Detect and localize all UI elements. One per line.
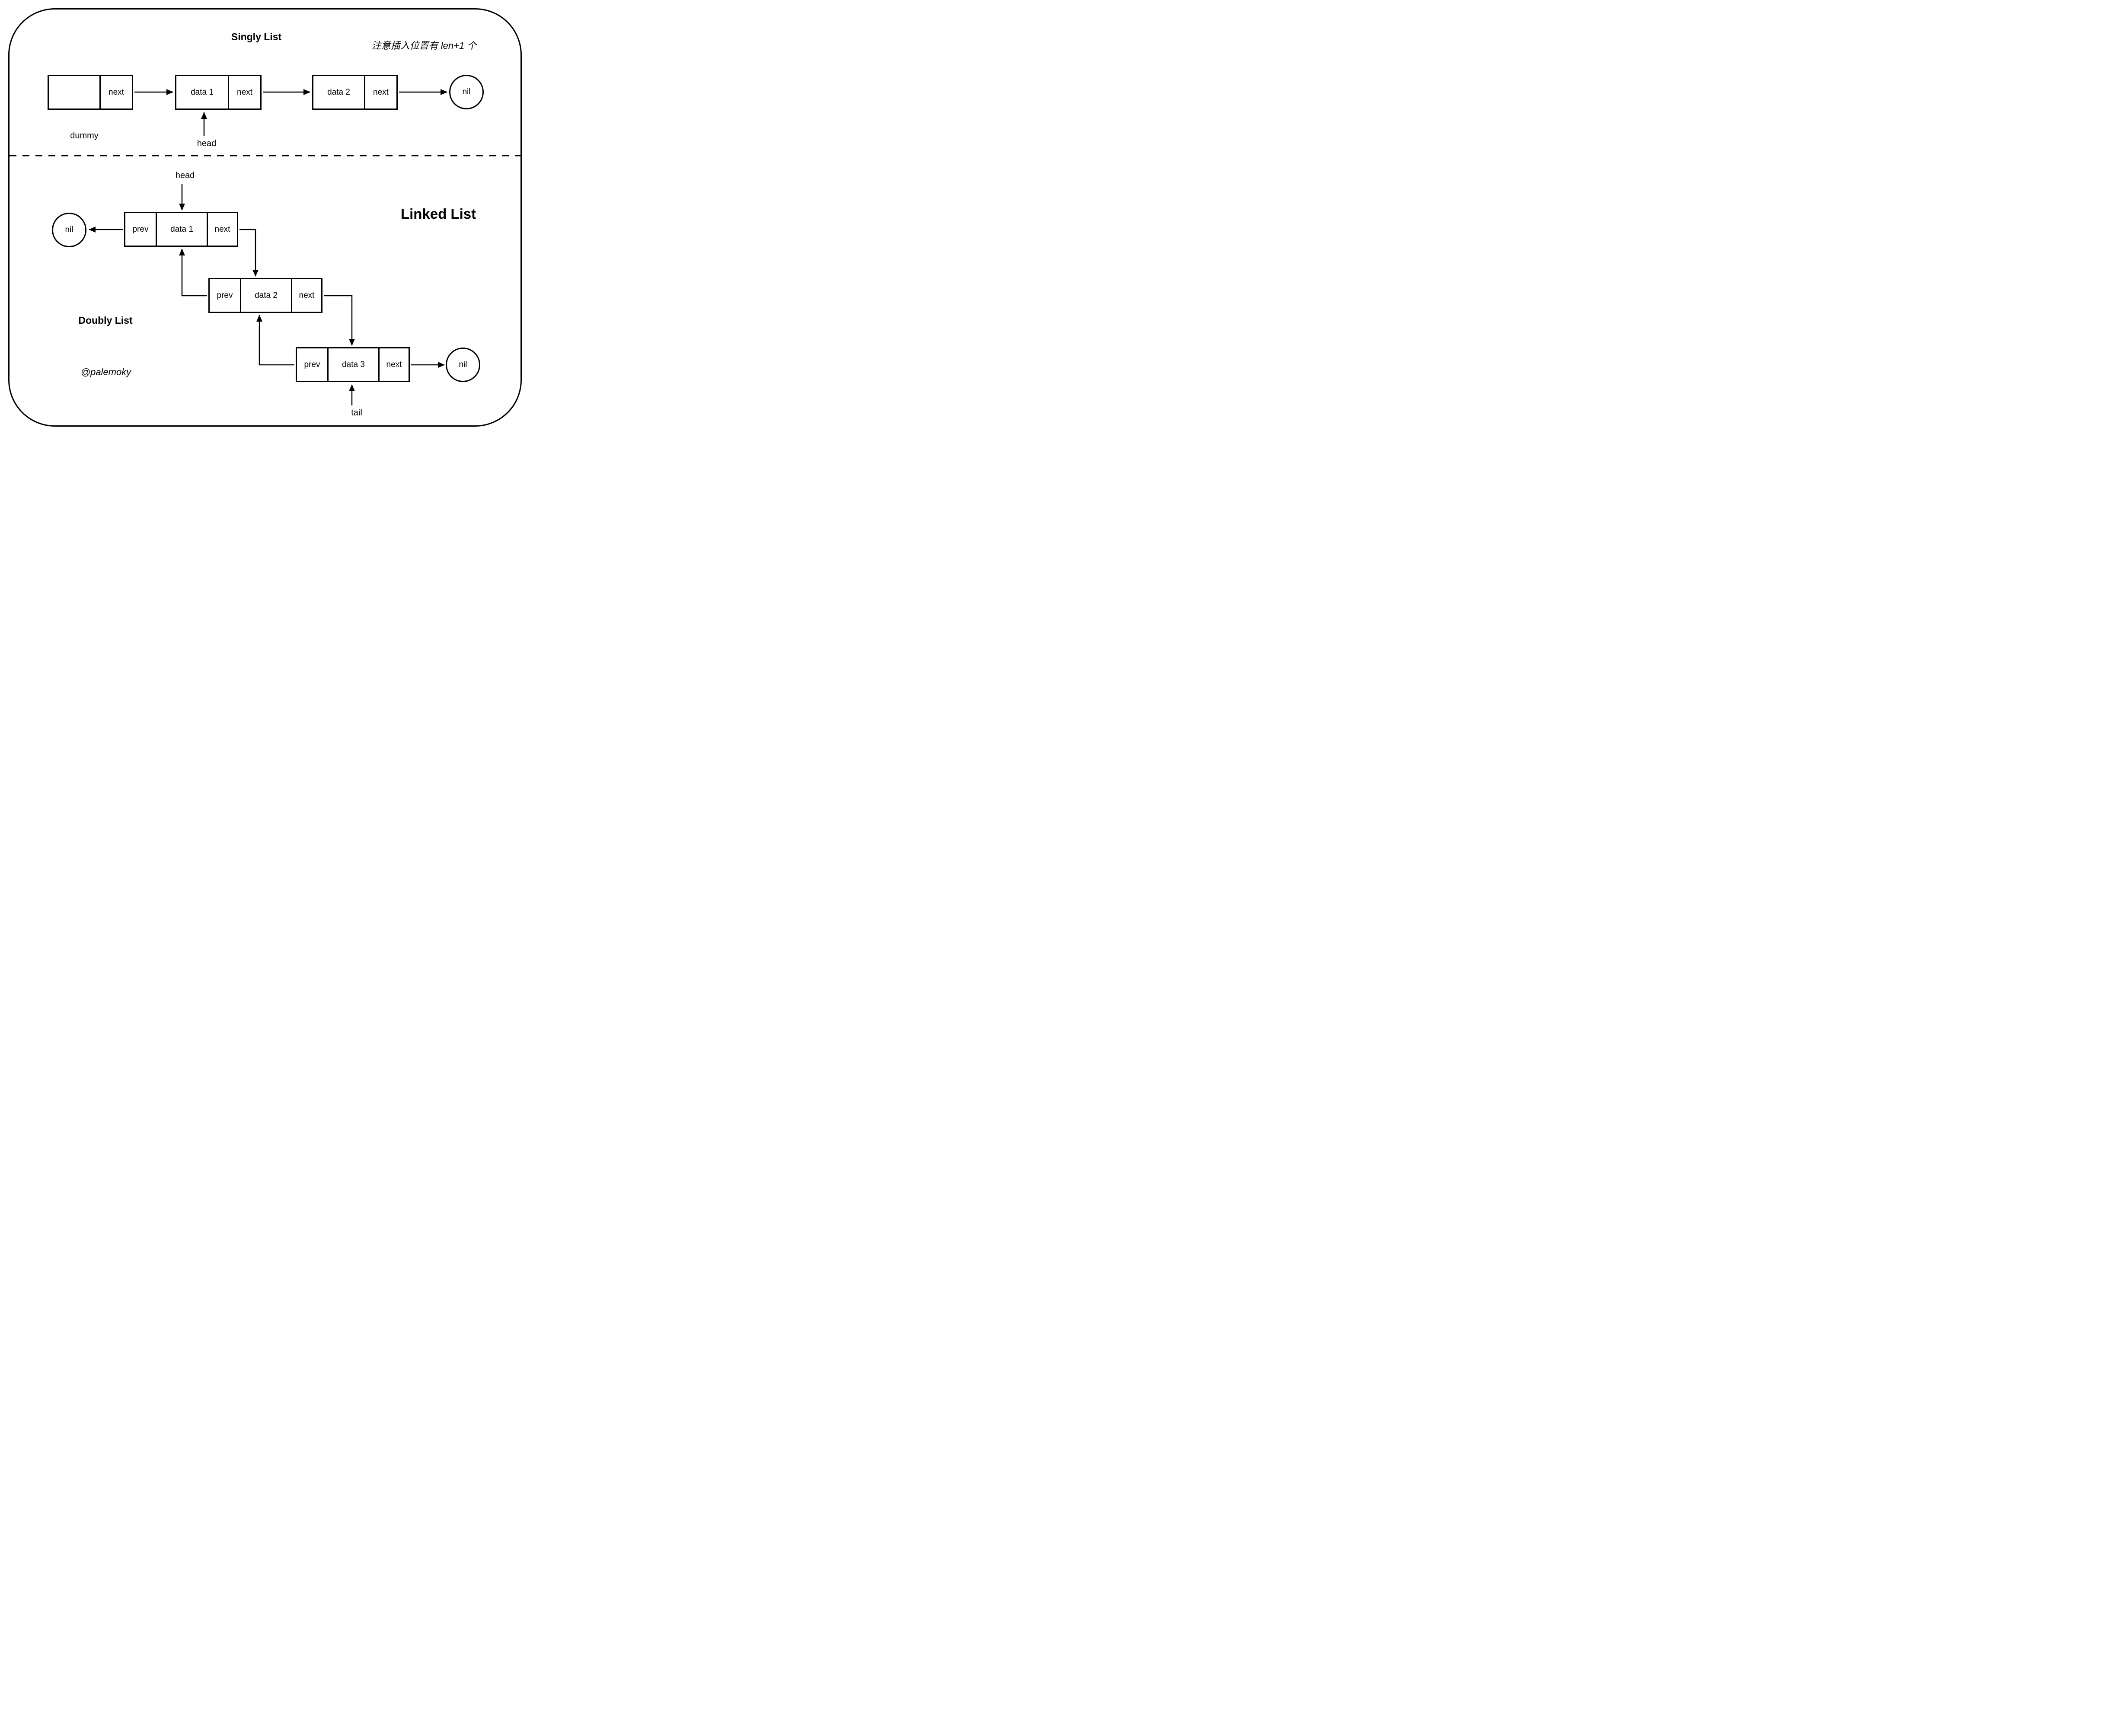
doubly-data1-data-cell: data 1 (156, 213, 207, 246)
doubly-nil-right-circle: nil (446, 348, 480, 382)
singly-list-title: Singly List (231, 31, 282, 42)
author-label: @palemoky (80, 367, 131, 377)
doubly-data2-next-cell: next (291, 279, 321, 312)
doubly-node-data1: prev data 1 next (124, 212, 238, 247)
singly-data2-next-cell: next (364, 76, 396, 108)
linked-list-title: Linked List (400, 206, 476, 222)
diagram-canvas: Singly List 注意插入位置有 len+1 个 Linked List … (0, 0, 530, 434)
singly-dummy-next-cell: next (99, 76, 132, 108)
doubly-data2-data-cell: data 2 (240, 279, 291, 312)
singly-data1-data-cell: data 1 (191, 87, 214, 97)
doubly-data1-prev-cell: prev (132, 224, 149, 234)
doubly-data1-next-cell: next (207, 213, 237, 246)
singly-nil-circle: nil (449, 75, 484, 109)
doubly-data3-prev-cell: prev (304, 360, 320, 369)
singly-dummy-data-cell (49, 76, 99, 108)
doubly-node-data3: prev data 3 next (296, 347, 410, 382)
doubly-nil-left-circle: nil (52, 213, 86, 247)
singly-node-data1: data 1 next (175, 75, 262, 110)
doubly-node-data2: prev data 2 next (208, 278, 322, 313)
singly-data1-next-cell: next (228, 76, 260, 108)
singly-head-label: head (197, 139, 217, 148)
singly-node-dummy: next (48, 75, 133, 110)
singly-data2-data-cell: data 2 (327, 87, 350, 97)
tail-label: tail (351, 408, 362, 418)
dummy-label: dummy (70, 131, 99, 140)
doubly-data2-prev-cell: prev (217, 290, 233, 300)
doubly-data3-next-cell: next (378, 348, 409, 381)
doubly-list-label: Doubly List (78, 315, 133, 326)
doubly-head-label: head (175, 171, 195, 180)
insert-position-note: 注意插入位置有 len+1 个 (371, 40, 477, 51)
singly-node-data2: data 2 next (312, 75, 398, 110)
doubly-data3-data-cell: data 3 (327, 348, 378, 381)
